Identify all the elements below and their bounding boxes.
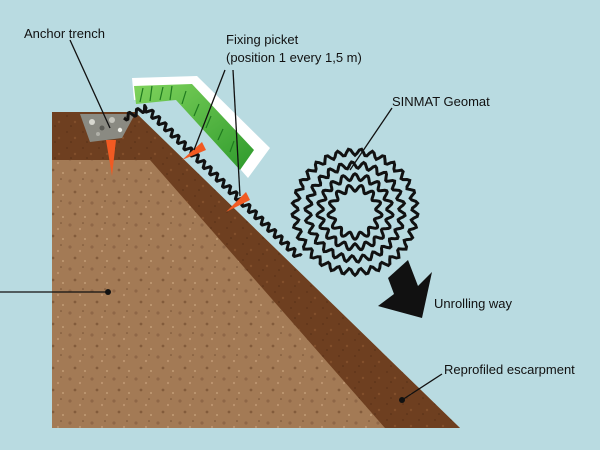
leader-anchor-trench — [69, 39, 111, 129]
anchor-trench — [80, 114, 135, 142]
label-unrolling-way: Unrolling way — [434, 296, 513, 311]
fixing-picket-lower — [226, 192, 250, 212]
geomat-roll-ring-4 — [326, 184, 384, 241]
geomat-roll-ring-1 — [290, 147, 420, 278]
leader-dot-ground — [105, 289, 111, 295]
fixing-picket-upper — [182, 142, 206, 160]
geomat-on-slope — [123, 104, 303, 258]
leader-geomat — [349, 107, 393, 171]
geomat-roll-ring-2 — [303, 160, 407, 264]
coiled-geomat-icon — [290, 147, 420, 278]
leader-picket-lower — [232, 69, 241, 197]
arrow-down-right-icon — [378, 260, 432, 318]
geomat-roll-ring-3 — [315, 172, 395, 252]
reprofiled-escarpment — [52, 112, 460, 428]
leader-lines — [0, 39, 443, 401]
leader-picket-upper — [193, 69, 226, 151]
leader-escarpment — [401, 373, 443, 401]
label-anchor-trench: Anchor trench — [24, 26, 105, 41]
label-fixing-picket-line2: (position 1 every 1,5 m) — [226, 50, 362, 65]
grass-strip — [132, 76, 270, 178]
label-fixing-picket-line1: Fixing picket — [226, 32, 299, 47]
label-reprofiled-escarpment: Reprofiled escarpment — [444, 362, 575, 377]
leader-dot-escarpment — [399, 397, 405, 403]
label-geomat: SINMAT Geomat — [392, 94, 490, 109]
fixing-picket-trench — [106, 140, 116, 176]
